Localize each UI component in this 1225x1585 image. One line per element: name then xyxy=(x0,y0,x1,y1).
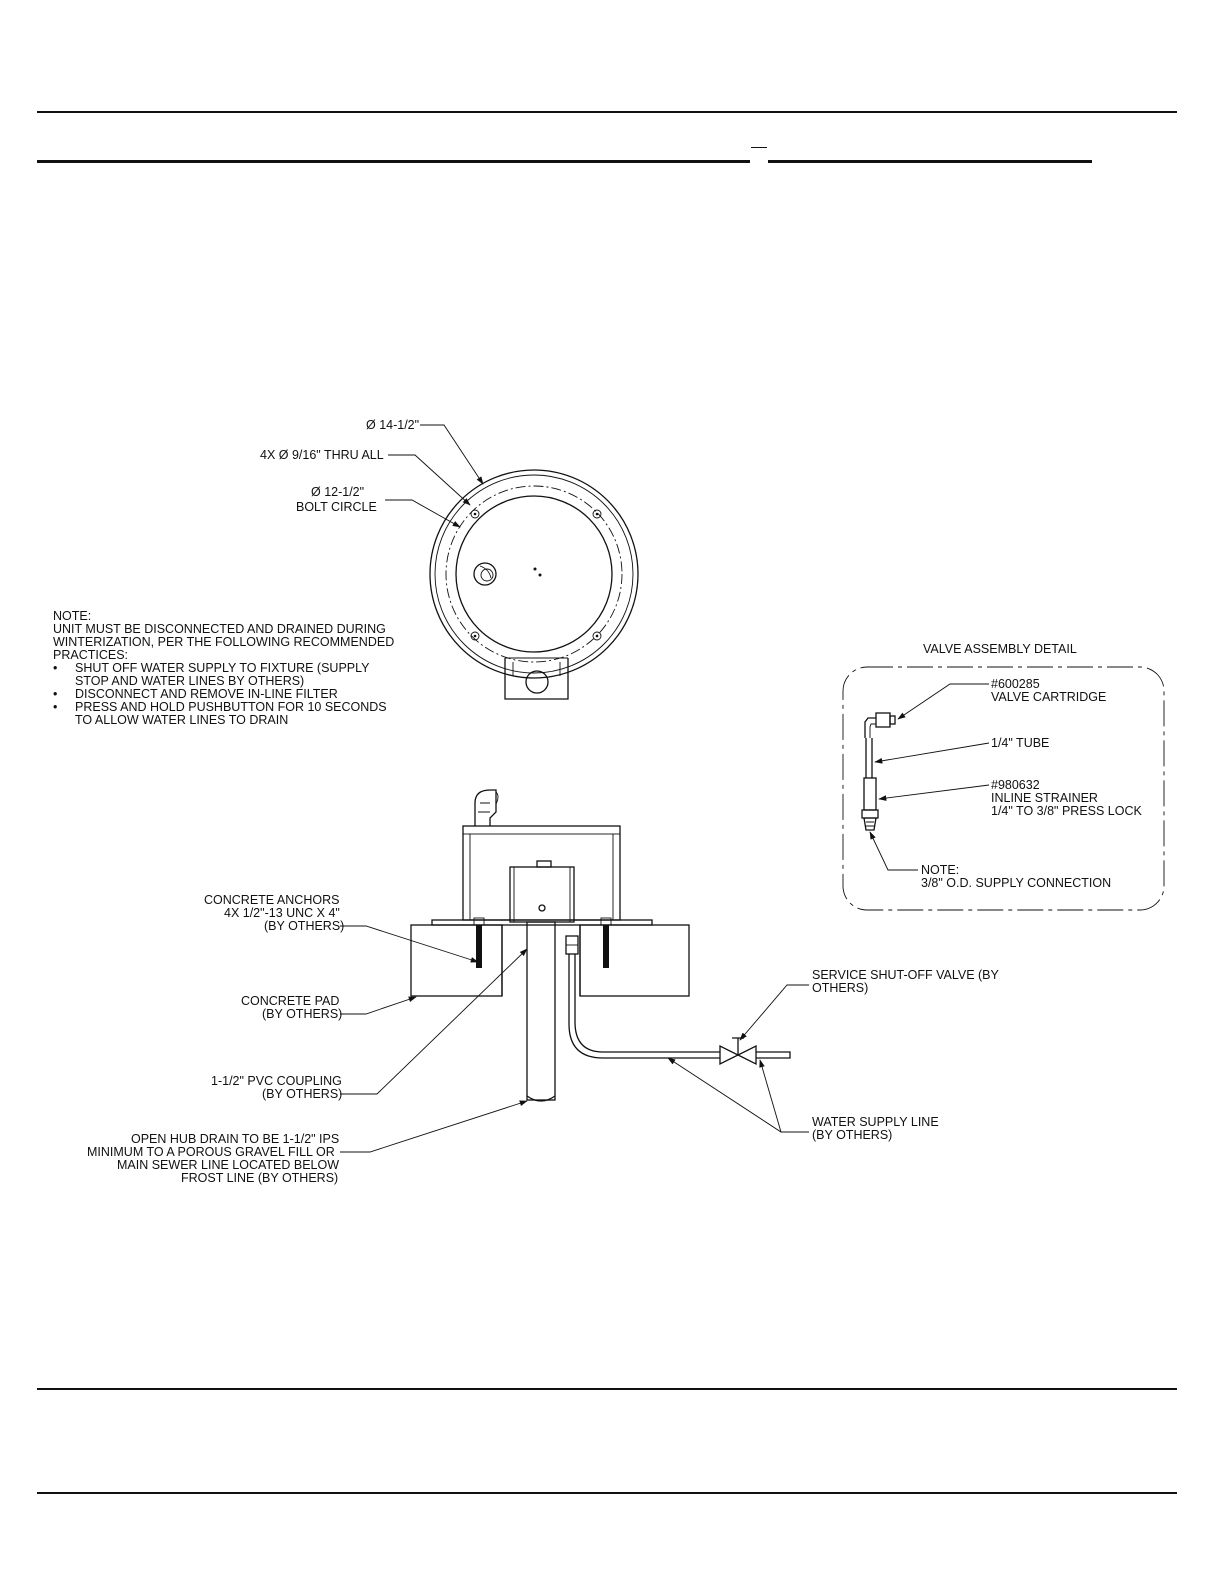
svg-text:STOP AND WATER LINES BY OTHERS: STOP AND WATER LINES BY OTHERS) xyxy=(75,674,304,688)
footer-rule-top xyxy=(37,1388,1177,1390)
svg-text:•: • xyxy=(53,661,57,675)
svg-text:CONCRETE PAD: CONCRETE PAD xyxy=(241,994,339,1008)
valve-cartridge-icon xyxy=(864,712,896,738)
header-rule-top xyxy=(37,111,1177,113)
bolt-hole xyxy=(592,631,602,641)
svg-text:MAIN SEWER LINE LOCATED BELOW: MAIN SEWER LINE LOCATED BELOW xyxy=(117,1158,339,1172)
svg-text:SHUT OFF WATER SUPPLY TO FIXTU: SHUT OFF WATER SUPPLY TO FIXTURE (SUPPLY xyxy=(75,661,370,675)
svg-text:DISCONNECT AND REMOVE IN-LINE: DISCONNECT AND REMOVE IN-LINE FILTER xyxy=(75,687,338,701)
bolt-hole xyxy=(470,631,480,641)
drain-pipe xyxy=(526,921,556,1101)
svg-text:NOTE:: NOTE: xyxy=(921,863,959,877)
svg-text:(BY OTHERS): (BY OTHERS) xyxy=(262,1087,342,1101)
svg-text:WATER SUPPLY LINE: WATER SUPPLY LINE xyxy=(812,1115,939,1129)
svg-text:#980632: #980632 xyxy=(991,778,1040,792)
svg-text:UNIT MUST BE DISCONNECTED AND: UNIT MUST BE DISCONNECTED AND DRAINED DU… xyxy=(53,622,386,636)
detail-boundary xyxy=(842,666,1165,911)
svg-text:OTHERS): OTHERS) xyxy=(812,981,868,995)
outer-rim xyxy=(429,469,639,679)
anchor-bolt-icon xyxy=(473,917,485,968)
bolt-hole xyxy=(592,509,602,519)
svg-text:4X 1/2"-13 UNC X 4": 4X 1/2"-13 UNC X 4" xyxy=(224,906,340,920)
svg-text:OPEN HUB DRAIN TO BE 1-1/2" IP: OPEN HUB DRAIN TO BE 1-1/2" IPS xyxy=(131,1132,339,1146)
dim-bolt-circle: Ø 12-1/2" xyxy=(311,485,364,499)
dim-thru-holes: 4X Ø 9/16" THRU ALL xyxy=(260,448,384,462)
tube-icon xyxy=(865,738,873,778)
dim-bolt-circle-label: BOLT CIRCLE xyxy=(296,500,377,514)
svg-text:3/8" O.D. SUPPLY CONNECTION: 3/8" O.D. SUPPLY CONNECTION xyxy=(921,876,1111,890)
header-rule-right xyxy=(768,160,1092,163)
svg-text:(BY OTHERS): (BY OTHERS) xyxy=(264,919,344,933)
svg-text:VALVE CARTRIDGE: VALVE CARTRIDGE xyxy=(991,690,1106,704)
svg-text:1/4" TO 3/8" PRESS LOCK: 1/4" TO 3/8" PRESS LOCK xyxy=(991,804,1143,818)
svg-text:SERVICE SHUT-OFF VALVE (BY: SERVICE SHUT-OFF VALVE (BY xyxy=(812,968,1000,982)
bolt-hole xyxy=(470,509,480,519)
concrete-pad-right xyxy=(579,924,690,997)
water-supply-pipe xyxy=(568,954,720,1059)
fountain-body xyxy=(462,825,621,921)
bubbler-icon xyxy=(473,562,497,586)
bubbler-head-icon xyxy=(474,789,499,826)
winterization-note: NOTE: UNIT MUST BE DISCONNECTED AND DRAI… xyxy=(53,609,394,727)
pushbutton-housing xyxy=(509,860,575,923)
svg-text:CONCRETE ANCHORS: CONCRETE ANCHORS xyxy=(204,893,339,907)
bolt-circle xyxy=(445,485,623,663)
svg-text:•: • xyxy=(53,700,57,714)
shutoff-valve-icon xyxy=(719,1037,757,1066)
svg-text:PRESS AND HOLD PUSHBUTTON FOR: PRESS AND HOLD PUSHBUTTON FOR 10 SECONDS xyxy=(75,700,387,714)
side-view xyxy=(410,789,791,1102)
header-rule-left xyxy=(37,160,750,163)
header-rule-mark xyxy=(751,147,767,148)
valve-housing-top xyxy=(504,657,569,700)
svg-text:1-1/2" PVC COUPLING: 1-1/2" PVC COUPLING xyxy=(211,1074,342,1088)
svg-text:(BY OTHERS): (BY OTHERS) xyxy=(812,1128,892,1142)
basin xyxy=(455,495,613,653)
svg-text:INLINE STRAINER: INLINE STRAINER xyxy=(991,791,1098,805)
svg-text:(BY OTHERS): (BY OTHERS) xyxy=(262,1007,342,1021)
footer-rule-bottom xyxy=(37,1492,1177,1494)
svg-text:WINTERIZATION, PER THE FOLLOWI: WINTERIZATION, PER THE FOLLOWING RECOMME… xyxy=(53,635,394,649)
svg-text:PRACTICES:: PRACTICES: xyxy=(53,648,128,662)
svg-text:1/4" TUBE: 1/4" TUBE xyxy=(991,736,1049,750)
svg-text:FROST LINE (BY OTHERS): FROST LINE (BY OTHERS) xyxy=(181,1171,338,1185)
concrete-pad-left xyxy=(410,924,503,997)
drain-hole xyxy=(533,567,537,571)
svg-text:•: • xyxy=(53,687,57,701)
top-view xyxy=(429,469,639,700)
svg-text:TO ALLOW WATER LINES TO DRAIN: TO ALLOW WATER LINES TO DRAIN xyxy=(75,713,288,727)
anchor-bolt-icon xyxy=(600,917,612,968)
svg-text:#600285: #600285 xyxy=(991,677,1040,691)
valve-detail-title: VALVE ASSEMBLY DETAIL xyxy=(923,642,1077,656)
valve-assembly-detail: VALVE ASSEMBLY DETAIL #600285 VALVE CART… xyxy=(842,642,1165,911)
svg-text:NOTE:: NOTE: xyxy=(53,609,91,623)
dim-outer-diameter: Ø 14-1/2" xyxy=(366,418,419,432)
rim-inner xyxy=(434,474,634,674)
inline-strainer-icon xyxy=(861,777,879,831)
svg-text:MINIMUM TO A POROUS GRAVEL FIL: MINIMUM TO A POROUS GRAVEL FILL OR xyxy=(87,1145,335,1159)
